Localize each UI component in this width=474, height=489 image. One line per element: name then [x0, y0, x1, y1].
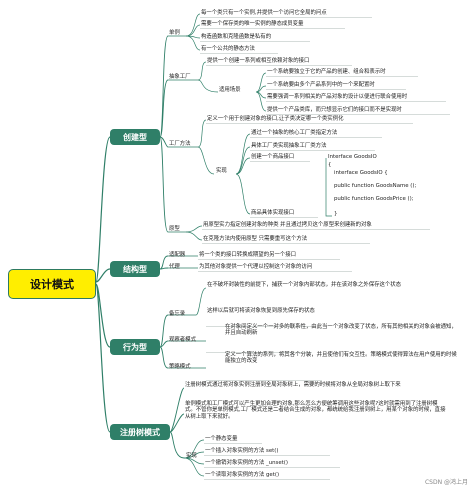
registry-desc-2: 单例模式和工厂模式可以产生更加合理的对象,那么怎么方便统筹调用这些对象呢?这时就… [185, 401, 446, 420]
scenario-3: 需要强调一系列相关的产品对象的设计以便进行联合使用时 [267, 94, 408, 100]
registry-impl-4: 一个读取对象实例的方法 get() [205, 472, 280, 478]
factory-impl-2: 具体工厂类实现抽象工厂类方法 [251, 143, 327, 149]
observer-desc: 在对象间定义一个一对多的联系性，由此当一个对象改变了状态，所有其他相关的对象会被… [225, 324, 457, 337]
singleton-item-2: 需要一个保存类的唯一实例的静态成员变量 [201, 21, 304, 27]
node-factory-method[interactable]: 工厂方法 [169, 141, 191, 147]
code-line-5: public function GoodsPrice (); [334, 196, 414, 202]
prototype-item-2: 在克隆方法内使用原型 只需要重写这个方法 [203, 236, 308, 242]
node-registry-impl[interactable]: 实现 [186, 453, 197, 459]
node-factory-impl[interactable]: 实现 [216, 168, 227, 174]
node-adapter[interactable]: 适配器 [169, 252, 186, 258]
memento-desc: 在不破坏封装性的前提下，捕获一个对象内部状态，并在该对象之外保存这个状态 [207, 282, 402, 288]
node-strategy[interactable]: 策略模式 [169, 364, 191, 370]
factory-impl-3: 创建一个商品接口 [251, 154, 295, 160]
registry-impl-2: 一个插入对象实例的方法 set() [205, 448, 279, 454]
strategy-desc: 定义一个算法的系列，将其各个分装，并且使他们有交互性。策略模式使得算法在用户使用… [225, 352, 457, 365]
node-singleton[interactable]: 单例 [169, 30, 180, 36]
scenario-1: 一个系统要独立于它的产品的创建、组合和表示时 [267, 69, 386, 75]
root-node[interactable]: 设计模式 [8, 269, 96, 299]
code-line-3: interface GoodsIO { [334, 170, 388, 176]
code-line-4: public function GoodsName (); [334, 183, 417, 189]
registry-desc-1: 注册树模式通过将对象实例注册到全局对象树上，需要的时候将对象从全局对象树上取下来 [185, 382, 401, 388]
factory-method-desc: 定义一个用于创建对象的接口,让子类决定哪一个类实例化 [207, 116, 344, 122]
category-behavioral[interactable]: 行为型 [110, 339, 160, 355]
category-creational[interactable]: 创建型 [110, 129, 160, 145]
factory-impl-1: 通过一个抽象的核心工厂类指定方法 [251, 130, 338, 136]
category-registry[interactable]: 注册树模式 [110, 424, 170, 440]
abstract-factory-desc: 提供一个创建一系列或相互依赖对象的接口 [207, 58, 310, 64]
node-abstract-factory[interactable]: 抽象工厂 [169, 74, 191, 80]
code-line-1: Interface GoodsIO [328, 154, 377, 160]
adapter-desc: 将一个类的接口转换成期望的另一个接口 [199, 252, 297, 258]
node-observer[interactable]: 观察者模式 [169, 337, 196, 343]
node-memento[interactable]: 备忘录 [169, 311, 186, 317]
watermark: CSDN @鸿上月 [424, 479, 468, 486]
prototype-item-1: 用原型实力指定创建对象的种类 并且通过拷贝这个原型来创建新的对象 [203, 222, 372, 228]
singleton-item-1: 每一个类只有一个实例,并提供一个访问它全局的问点 [201, 10, 327, 16]
registry-impl-3: 一个撤销对象实例的方法 _unset() [205, 460, 288, 466]
factory-impl-4: 商品具体实现接口 [251, 210, 295, 216]
singleton-item-3: 构造函数和克隆函数是私有的 [201, 34, 272, 40]
category-structural[interactable]: 结构型 [110, 261, 160, 277]
scenario-4: 提供一个产品类库，而只想显示它们的接口而不是实现时 [267, 107, 402, 113]
registry-impl-1: 一个静态变量 [205, 436, 238, 442]
node-proxy[interactable]: 代理 [169, 264, 180, 270]
code-line-2: { [328, 162, 332, 168]
proxy-desc: 为其他对象提供一个代理以控制这个对象的访问 [199, 264, 313, 270]
node-scenarios[interactable]: 适用场景 [219, 87, 241, 93]
code-line-6: } [334, 211, 338, 217]
scenario-2: 一个系统要由多个产品系列中的一个来配置时 [267, 82, 375, 88]
memento-desc-2: 这样以后就可将该对象恢复到原先保存的状态 [207, 308, 315, 314]
singleton-item-4: 有一个公共的静态方法 [201, 46, 255, 52]
node-prototype[interactable]: 原型 [169, 226, 180, 232]
